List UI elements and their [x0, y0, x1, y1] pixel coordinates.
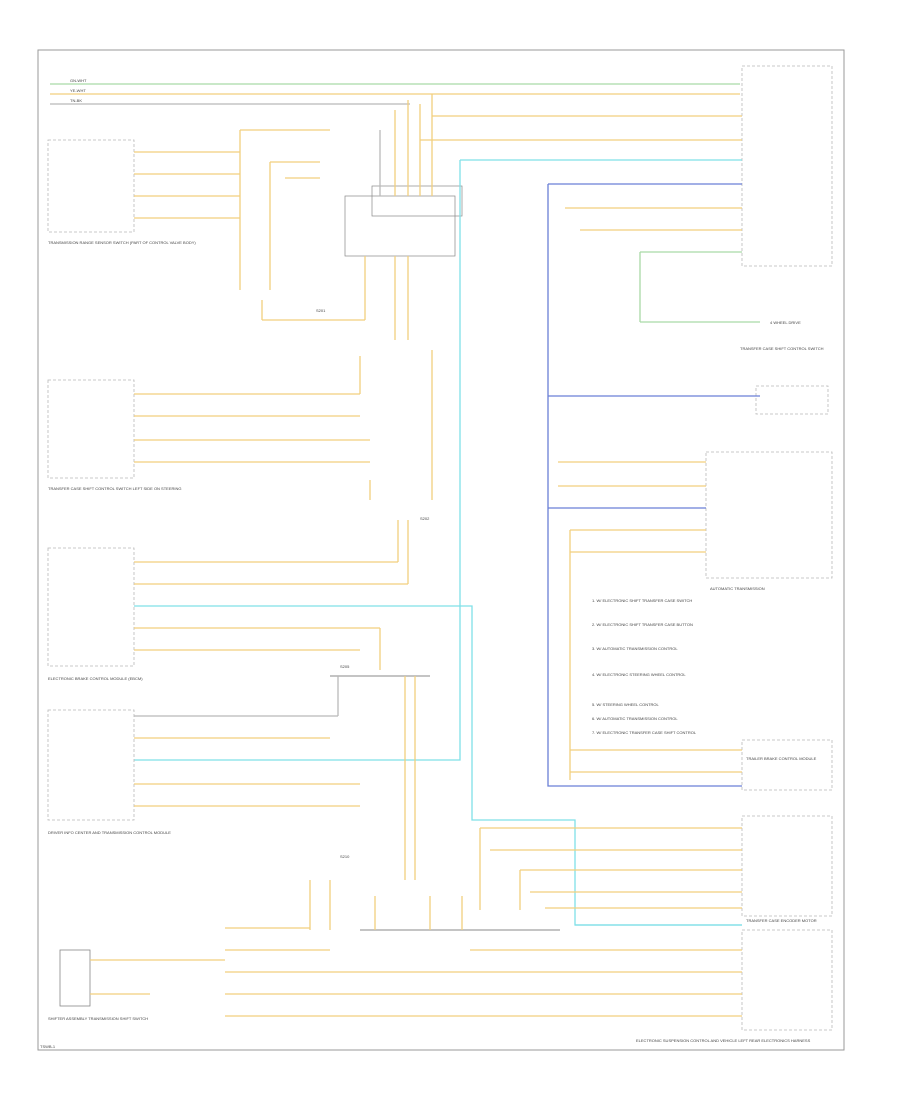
splice-label-3: S205 [340, 664, 350, 669]
splice-label-2: S202 [420, 516, 430, 521]
center-top-harness [239, 94, 463, 340]
transfer-case-switch-block: TRANSFER CASE SHIFT CONTROL SWITCH LEFT … [47, 350, 433, 500]
trailer-brake-caption: TRAILER BRAKE CONTROL MODULE [746, 756, 817, 761]
top-bus-label-1: GN-WHT [70, 78, 87, 83]
splice-label-1: S201 [316, 308, 326, 313]
trans-range-caption: TRANSMISSION RANGE SENSOR SWITCH (PART O… [48, 240, 196, 245]
signal-trunks [134, 160, 760, 926]
diagram-frame [37, 49, 845, 1051]
note-2: 2. W/ ELECTRONIC SHIFT TRANSFER CASE BUT… [592, 622, 693, 627]
note-4: 4. W/ ELECTRONIC STEERING WHEEL CONTROL [592, 672, 686, 677]
top-bus-label-2: YE-WHT [70, 88, 86, 93]
lower-center-splice [134, 675, 430, 880]
right-mid-caption: TRANSFER CASE SHIFT CONTROL SWITCH [740, 346, 824, 351]
auto-trans-caption: AUTOMATIC TRANSMISSION [710, 586, 765, 591]
transfer-case-caption: TRANSFER CASE SHIFT CONTROL SWITCH LEFT … [48, 486, 182, 491]
right-bottom-caption: TRANSFER CASE ENCODER MOTOR [746, 918, 817, 923]
dic-caption: DRIVER INFO CENTER AND TRANSMISSION CONT… [48, 830, 171, 835]
note-6: 6. W/ AUTOMATIC TRANSMISSION CONTROL [592, 716, 678, 721]
note-3: 3. W/ AUTOMATIC TRANSMISSION CONTROL [592, 646, 678, 651]
notes-list: 1. W/ ELECTRONIC SHIFT TRANSFER CASE SWI… [592, 598, 697, 735]
dic-block: DRIVER INFO CENTER AND TRANSMISSION CONT… [47, 709, 360, 835]
lower-right-module: TRANSFER CASE ENCODER MOTOR [479, 815, 833, 923]
top-bus: GN-WHT YE-WHT TN-BK [50, 78, 740, 105]
trans-range-sensor-block: TRANSMISSION RANGE SENSOR SWITCH (PART O… [47, 139, 240, 245]
top-bus-label-3: TN-BK [70, 98, 82, 103]
right-top-module: 4 WHEEL DRIVE [420, 65, 833, 325]
note-7: 7. W/ ELECTRONIC TRANSFER CASE SHIFT CON… [592, 730, 697, 735]
bottom-left-code: TSWB-1 [40, 1044, 56, 1049]
ebcm-caption: ELECTRONIC BRAKE CONTROL MODULE (EBCM) [48, 676, 143, 681]
shifter-assembly: SHIFTER ASSEMBLY TRANSMISSION SHIFT SWIT… [48, 949, 225, 1021]
right-mid-labels: TRANSFER CASE SHIFT CONTROL SWITCH [740, 346, 829, 415]
splice-label-4: S210 [340, 854, 350, 859]
automatic-transmission-module: AUTOMATIC TRANSMISSION [548, 451, 833, 780]
ebcm-block: ELECTRONIC BRAKE CONTROL MODULE (EBCM) [47, 520, 409, 681]
note-1: 1. W/ ELECTRONIC SHIFT TRANSFER CASE SWI… [592, 598, 692, 603]
note-5: 5. W/ STEERING WHEEL CONTROL [592, 702, 660, 707]
bottom-right-caption: ELECTRONIC SUSPENSION CONTROL AND VEHICL… [636, 1038, 811, 1043]
trailer-brake-module: TRAILER BRAKE CONTROL MODULE [570, 739, 833, 791]
bottom-harness [225, 880, 833, 1031]
shifter-caption: SHIFTER ASSEMBLY TRANSMISSION SHIFT SWIT… [48, 1016, 148, 1021]
right-green-note: 4 WHEEL DRIVE [770, 320, 801, 325]
